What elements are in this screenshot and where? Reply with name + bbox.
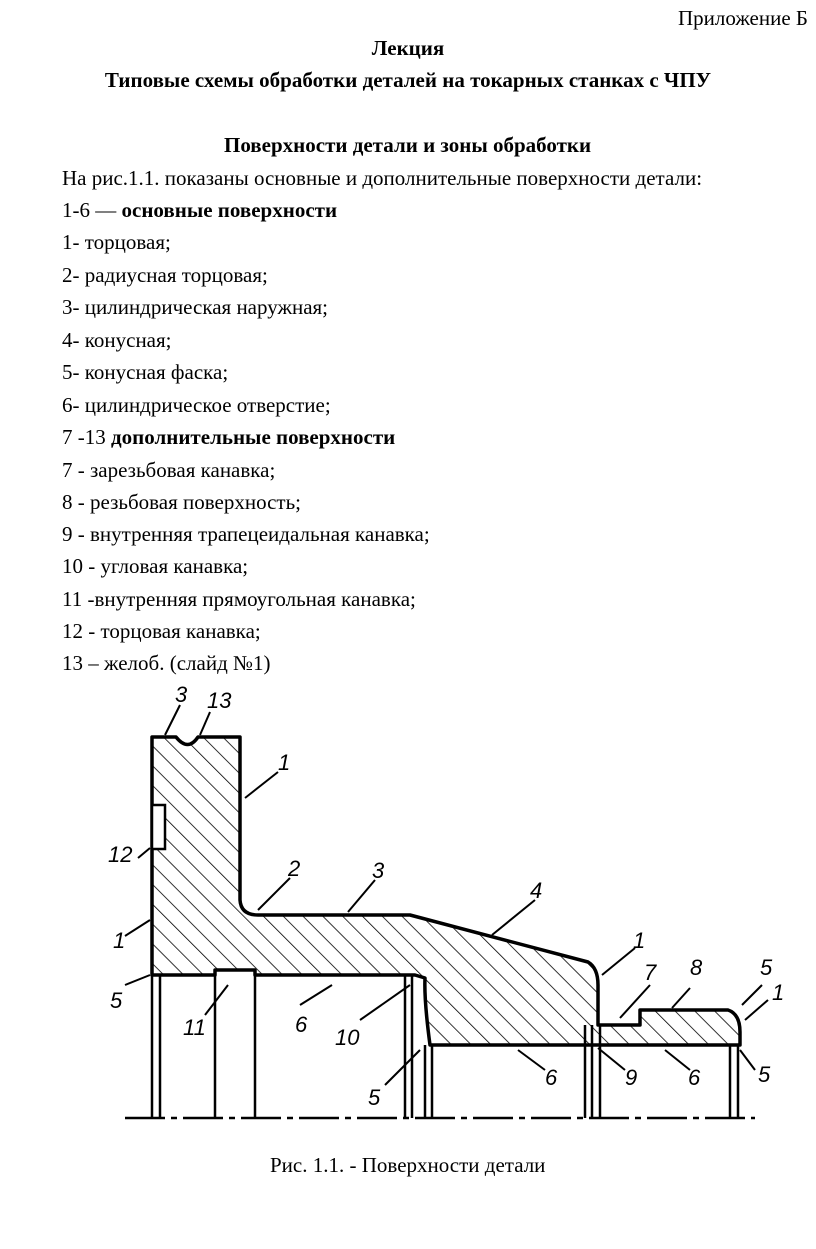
intro-text: На рис.1.1. показаны основные и дополнит… bbox=[62, 166, 703, 190]
figure-label: 8 bbox=[690, 955, 703, 980]
figure-label: 5 bbox=[758, 1062, 771, 1087]
figure-label: 9 bbox=[625, 1065, 637, 1090]
figure-label: 1 bbox=[278, 750, 290, 775]
figure-label: 6 bbox=[688, 1065, 701, 1090]
figure-label: 11 bbox=[183, 1015, 206, 1040]
figure-label: 5 bbox=[368, 1085, 381, 1110]
main-label: основные поверхности bbox=[121, 198, 338, 222]
figure-label: 13 bbox=[207, 688, 232, 713]
figure-label: 4 bbox=[530, 878, 542, 903]
figure-label: 1 bbox=[772, 980, 784, 1005]
appendix-label: Приложение Б bbox=[677, 6, 808, 30]
figure-label: 5 bbox=[110, 988, 123, 1013]
part-section bbox=[150, 735, 742, 1047]
figure-label: 6 bbox=[545, 1065, 558, 1090]
figure-label: 5 bbox=[760, 955, 773, 980]
list-item: 8 - резьбовая поверхность; bbox=[62, 490, 302, 514]
list-item: 11 -внутренняя прямоугольная канавка; bbox=[62, 587, 416, 611]
list-item: 2- радиусная торцовая; bbox=[62, 263, 268, 287]
lecture-heading: Лекция bbox=[371, 36, 445, 60]
figure-label: 1 bbox=[633, 928, 645, 953]
list-item: 13 – желоб. (слайд №1) bbox=[62, 651, 271, 675]
list-item: 4- конусная; bbox=[62, 328, 172, 352]
figure-label: 3 bbox=[175, 682, 188, 707]
figure-label: 7 bbox=[644, 960, 657, 985]
figure-label: 1 bbox=[113, 928, 125, 953]
figure-label: 3 bbox=[372, 858, 385, 883]
figure-label: 12 bbox=[108, 842, 132, 867]
list-item: 1- торцовая; bbox=[62, 230, 171, 254]
list-item: 3- цилиндрическая наружная; bbox=[62, 295, 329, 319]
extra-surfaces-heading: 7 -13 дополнительные поверхности bbox=[62, 425, 395, 449]
face-groove-12 bbox=[150, 803, 167, 851]
figure-label: 2 bbox=[287, 856, 300, 881]
list-item: 12 - торцовая канавка; bbox=[62, 619, 261, 643]
main-surfaces-heading: 1-6 — основные поверхности bbox=[62, 198, 337, 222]
list-item: 6- цилиндрическое отверстие; bbox=[62, 393, 331, 417]
list-item: 9 - внутренняя трапецеидальная канавка; bbox=[62, 522, 430, 546]
figure-label: 6 bbox=[295, 1012, 308, 1037]
figure-caption: Рис. 1.1. - Поверхности детали bbox=[270, 1153, 546, 1177]
extra-label: дополнительные поверхности bbox=[111, 425, 396, 449]
figure-label: 10 bbox=[335, 1025, 360, 1050]
extra-range: 7 -13 bbox=[62, 425, 111, 449]
list-item: 5- конусная фаска; bbox=[62, 360, 229, 384]
document-title: Типовые схемы обработки деталей на токар… bbox=[104, 68, 712, 92]
main-range: 1-6 — bbox=[62, 198, 122, 222]
section-heading: Поверхности детали и зоны обработки bbox=[224, 133, 592, 157]
list-item: 7 - зарезьбовая канавка; bbox=[62, 458, 276, 482]
list-item: 10 - угловая канавка; bbox=[62, 554, 249, 578]
